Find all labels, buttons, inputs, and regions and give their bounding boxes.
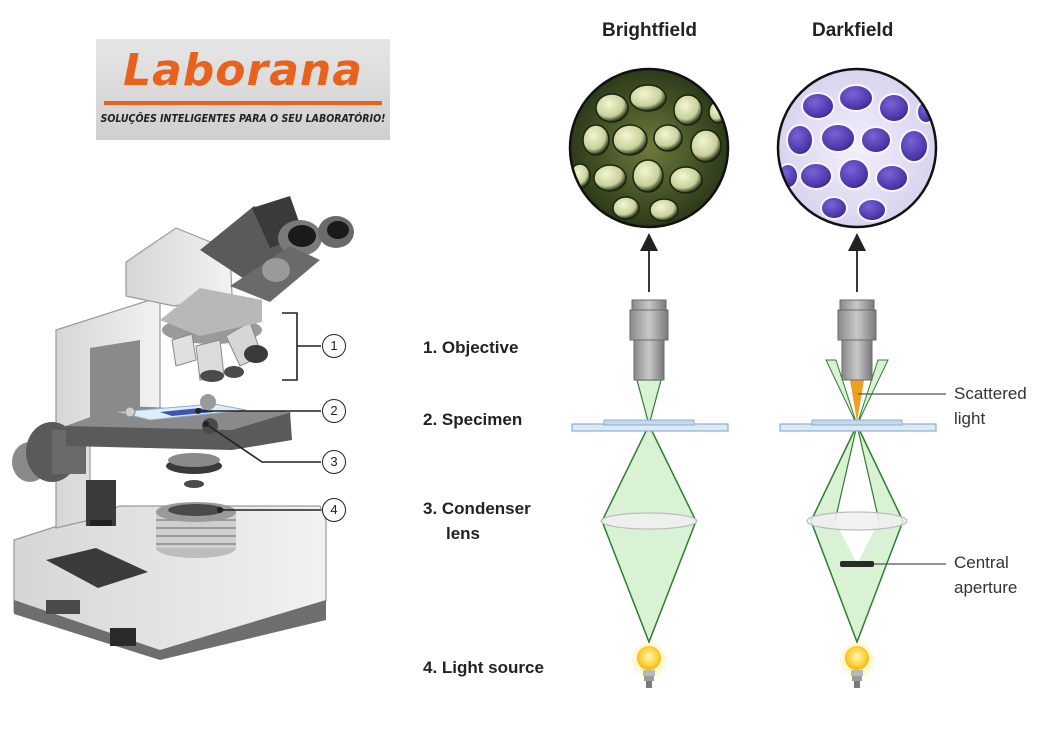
step-condenser-label-line2: lens <box>446 524 481 543</box>
scattered-light-label-line2: light <box>954 409 986 428</box>
logo-wordmark: Laborana <box>123 45 363 96</box>
objective-bracket <box>282 312 298 381</box>
central-aperture-label: Central <box>954 553 1009 572</box>
brightfield-title: Brightfield <box>602 20 697 41</box>
callout-2: 2 <box>322 399 346 423</box>
darkfield-micrograph <box>776 67 938 229</box>
brightfield-bulb <box>632 643 666 688</box>
step-specimen-label: 2. Specimen <box>423 410 523 429</box>
step-condenser-label: 3. Condenser <box>423 499 531 518</box>
logo-underline <box>104 101 382 105</box>
darkfield-objective <box>837 299 877 381</box>
callout-3: 3 <box>322 450 346 474</box>
darkfield-bulb <box>840 643 874 688</box>
scattered-light-label: Scattered <box>954 384 1027 403</box>
logo-tagline: SOLUÇÕES INTELIGENTES PARA O SEU LABORAT… <box>100 113 386 125</box>
laborana-logo: Laborana SOLUÇÕES INTELIGENTES PARA O SE… <box>96 39 390 140</box>
brightfield-micrograph <box>568 67 730 229</box>
microscope-illustration <box>12 196 354 660</box>
brightfield-objective <box>629 299 669 381</box>
scattered-light-cone <box>850 380 864 422</box>
callout-lines <box>198 312 321 511</box>
central-aperture-stop <box>840 561 874 567</box>
brightfield-light-path <box>571 379 729 645</box>
step-objective-label: 1. Objective <box>423 338 519 357</box>
step-light-source-label: 4. Light source <box>423 658 544 677</box>
callout-anchor-dots <box>195 408 223 513</box>
darkfield-light-path <box>779 359 937 645</box>
central-aperture-label-line2: aperture <box>954 578 1018 597</box>
callout-1: 1 <box>322 334 346 358</box>
darkfield-title: Darkfield <box>812 20 894 41</box>
callout-4: 4 <box>322 498 346 522</box>
